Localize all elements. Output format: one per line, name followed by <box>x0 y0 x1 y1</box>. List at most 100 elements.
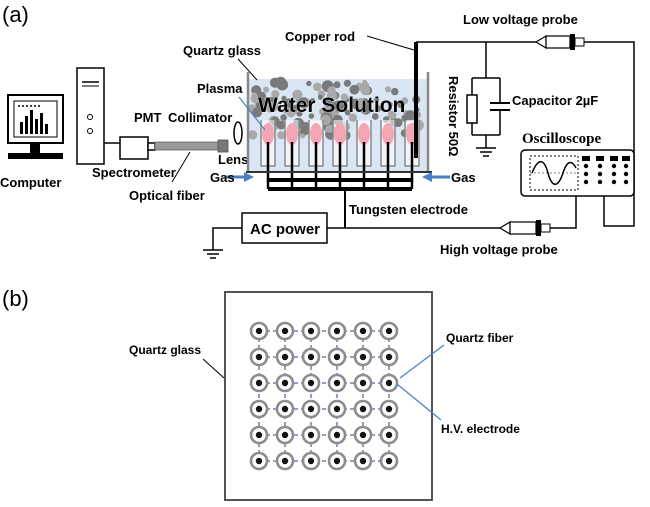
hv-electrode-dot <box>307 405 315 413</box>
panel-a-tag: (a) <box>2 2 29 27</box>
bubble <box>309 98 316 104</box>
bubble <box>280 114 287 121</box>
hv-electrode-dot <box>359 405 367 413</box>
bubble <box>326 90 338 101</box>
lens-icon <box>233 121 243 145</box>
hv-electrode-dot <box>359 327 367 335</box>
lens-label: Lens <box>218 152 248 167</box>
gas-arrow-left-icon <box>244 172 254 182</box>
bubble <box>374 105 382 112</box>
osc-knob <box>583 171 589 177</box>
high-voltage-probe-label: High voltage probe <box>440 242 558 257</box>
bubble <box>284 98 294 109</box>
low-voltage-probe-icon <box>534 34 585 50</box>
reactor <box>246 72 432 182</box>
hv-electrode-dot <box>307 457 315 465</box>
bubble <box>277 131 286 140</box>
osc-knob <box>597 171 603 177</box>
osc-knob <box>583 163 589 169</box>
optical-fiber-label: Optical fiber <box>129 188 205 203</box>
ground-icon-ac <box>203 249 223 259</box>
bubble <box>292 104 299 111</box>
osc-knob <box>611 179 617 185</box>
quartz-glass-pointer-a <box>237 58 258 81</box>
bubble <box>264 101 275 112</box>
hv-electrode-dot <box>333 327 341 335</box>
bubble <box>340 93 348 101</box>
copper-rod-pointer <box>366 35 415 51</box>
ac-ground-wire <box>212 227 242 250</box>
bubble <box>300 133 306 139</box>
hv-electrode-label: H.V. electrode <box>441 422 520 436</box>
bubble <box>252 107 263 118</box>
hv-electrode-dot <box>333 457 341 465</box>
hv-electrode-dot <box>281 379 289 387</box>
plasma-label: Plasma <box>197 81 243 96</box>
oscilloscope-icon <box>520 149 635 197</box>
bubble <box>308 113 315 119</box>
hv-electrode-dot <box>281 457 289 465</box>
spectrometer-label: Spectrometer <box>92 165 176 180</box>
hv-electrode-dot <box>359 431 367 439</box>
bubble <box>387 110 397 120</box>
bubble <box>251 92 258 99</box>
bubble <box>306 80 312 87</box>
osc-button <box>596 156 604 161</box>
bubble <box>269 77 281 88</box>
computer-icon <box>7 67 105 165</box>
gas-arrow-right-icon <box>422 172 432 182</box>
hv-electrode-dot <box>281 405 289 413</box>
hv-electrode-dot <box>307 327 315 335</box>
bubble <box>362 79 368 85</box>
hv-electrode-pointer <box>396 383 442 421</box>
bubble <box>286 107 296 118</box>
gas-right-label: Gas <box>451 170 476 185</box>
bubble <box>387 101 393 108</box>
lv-probe-wire <box>584 41 635 227</box>
low-voltage-probe-label: Low voltage probe <box>463 12 578 27</box>
collimator <box>217 139 229 153</box>
hv-electrode-dot <box>359 379 367 387</box>
pmt-label: PMT <box>134 110 162 125</box>
bubble <box>349 84 360 95</box>
quartz-glass-label-a: Quartz glass <box>183 43 261 58</box>
optical-fiber <box>154 141 226 151</box>
bubble <box>257 91 266 101</box>
bubble <box>325 124 334 133</box>
computer-label: Computer <box>0 175 61 190</box>
hv-electrode-dot <box>385 405 393 413</box>
electrode-grid <box>249 321 399 471</box>
bubble <box>268 96 275 103</box>
collimator-label: Collimator <box>168 110 232 125</box>
hv-electrode-dot <box>281 431 289 439</box>
ground-icon-rc <box>476 147 496 157</box>
bubble <box>355 98 367 109</box>
plasma-glow <box>382 123 394 145</box>
hv-electrode-dot <box>307 353 315 361</box>
hv-electrode-dot <box>333 431 341 439</box>
hv-electrode-dot <box>333 405 341 413</box>
hv-electrode-dot <box>255 405 263 413</box>
bubble <box>263 86 270 93</box>
hv-electrode-dot <box>385 457 393 465</box>
bubble <box>292 89 303 100</box>
bubble <box>271 90 280 99</box>
osc-knob <box>623 179 629 185</box>
water-solution-label: Water Solution <box>258 94 405 117</box>
hv-electrode-dot <box>359 353 367 361</box>
hv-electrode-dot <box>255 379 263 387</box>
hv-electrode-dot <box>307 431 315 439</box>
optical-fiber-pointer <box>171 151 191 183</box>
spectrometer-box <box>119 136 149 160</box>
osc-knob <box>623 171 629 177</box>
osc-knob <box>597 163 603 169</box>
osc-button <box>582 156 590 161</box>
resistor-icon <box>466 94 478 124</box>
hv-electrode-dot <box>255 327 263 335</box>
hv-electrode-dot <box>255 431 263 439</box>
bubble <box>397 100 406 109</box>
bubble <box>317 94 323 100</box>
bubble <box>276 120 286 130</box>
bubble <box>333 81 341 89</box>
hv-electrode-dot <box>281 327 289 335</box>
